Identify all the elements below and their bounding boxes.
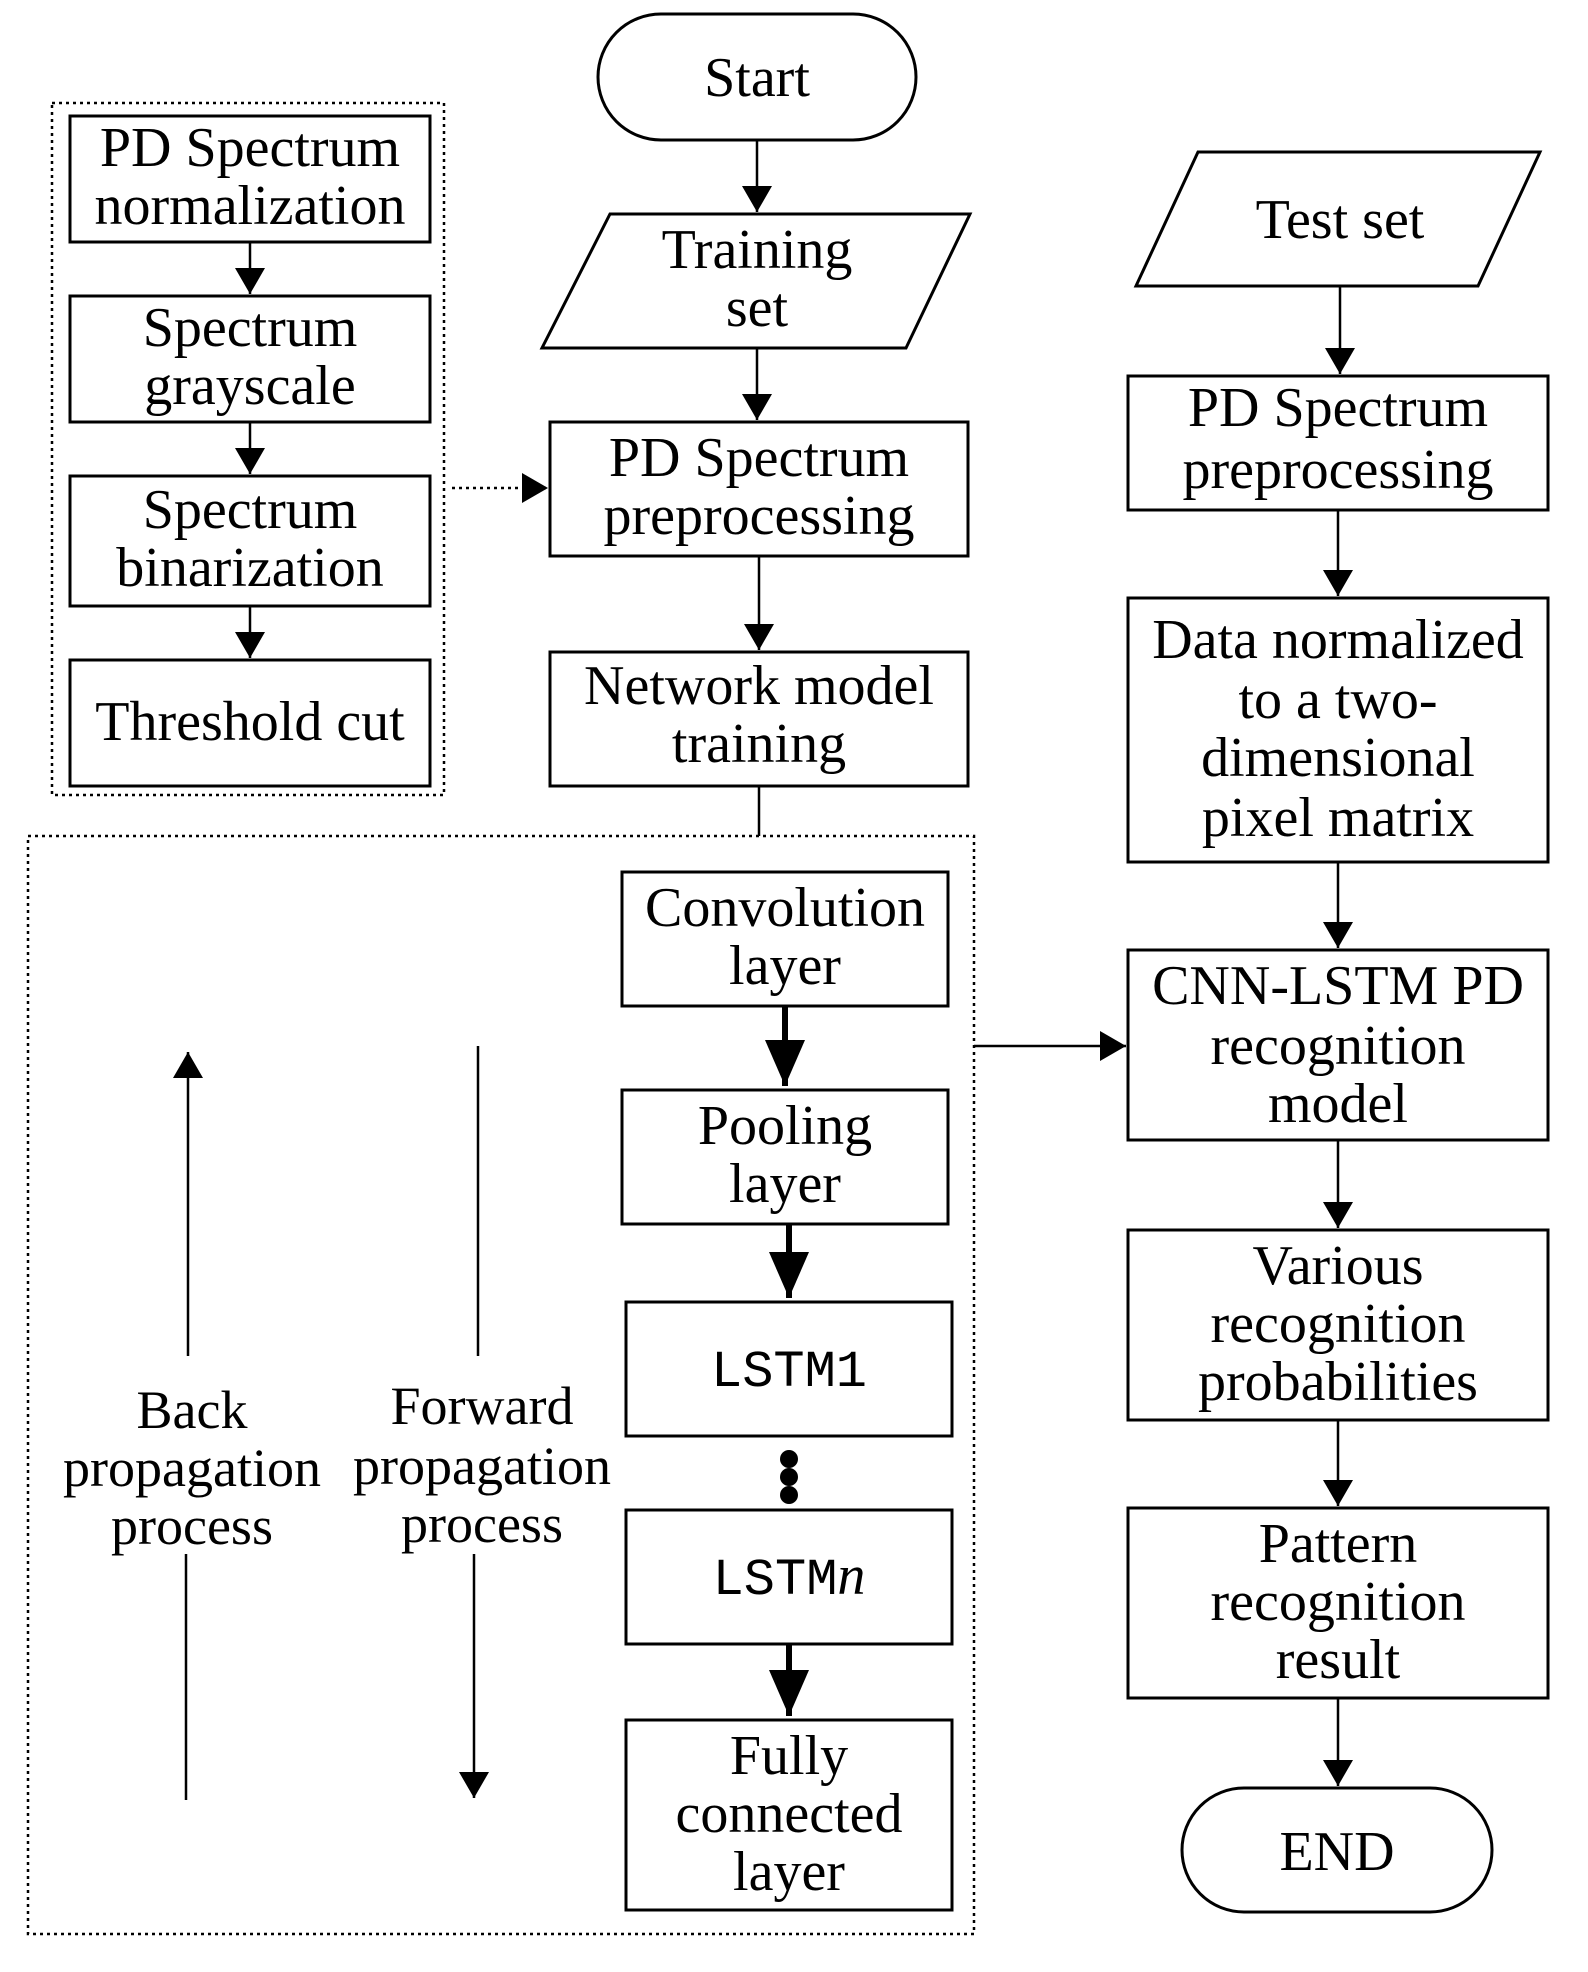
test-preprocessing-line2: preprocessing bbox=[1182, 439, 1493, 501]
test-set-label: Test set bbox=[1256, 189, 1425, 251]
preprocessing-steps-group bbox=[50, 101, 446, 797]
ellipsis-dot-1 bbox=[780, 1450, 798, 1468]
pooling-layer-line1: Pooling bbox=[698, 1095, 872, 1157]
fully-connected-layer-box: Fully connected layer bbox=[624, 1718, 954, 1912]
probabilities-box: Various recognition probabilities bbox=[1126, 1228, 1550, 1422]
ellipsis-dot-2 bbox=[780, 1468, 798, 1486]
probabilities-line2: recognition bbox=[1210, 1293, 1465, 1355]
end-label: END bbox=[1279, 1821, 1394, 1883]
data-normalized-line3: dimensional bbox=[1201, 727, 1475, 789]
ellipsis-dot-3 bbox=[780, 1486, 798, 1504]
pattern-result-box: Pattern recognition result bbox=[1126, 1506, 1550, 1700]
step-normalization-line2: normalization bbox=[94, 175, 405, 237]
recognition-model-line3: model bbox=[1268, 1073, 1408, 1135]
lstm1-box: LSTM1 bbox=[624, 1300, 954, 1438]
fully-connected-line2: connected bbox=[676, 1783, 903, 1845]
back-propagation-line3: process bbox=[111, 1496, 273, 1556]
test-preprocessing-line1: PD Spectrum bbox=[1188, 377, 1488, 439]
data-normalized-line1: Data normalized bbox=[1152, 609, 1524, 671]
convolution-layer-line2: layer bbox=[729, 935, 841, 997]
probabilities-line1: Various bbox=[1252, 1235, 1423, 1297]
data-normalized-line2: to a two- bbox=[1238, 669, 1437, 731]
forward-propagation-line2: propagation bbox=[353, 1436, 611, 1496]
back-propagation-line1: Back bbox=[137, 1380, 248, 1440]
train-preprocessing-line1: PD Spectrum bbox=[609, 427, 909, 489]
recognition-model-line2: recognition bbox=[1210, 1015, 1465, 1077]
pooling-layer-box: Pooling layer bbox=[620, 1088, 950, 1226]
network-training-line2: training bbox=[672, 713, 846, 775]
step-normalization-line1: PD Spectrum bbox=[100, 117, 400, 179]
training-set-line1: Training bbox=[662, 219, 853, 281]
test-set-data: Test set bbox=[1133, 150, 1543, 288]
step-grayscale: Spectrum grayscale bbox=[68, 294, 432, 424]
convolution-layer-box: Convolution layer bbox=[620, 870, 950, 1008]
back-propagation-line2: propagation bbox=[63, 1438, 321, 1498]
ellipsis-dots bbox=[780, 1450, 798, 1504]
training-set-line2: set bbox=[726, 277, 789, 339]
network-training-line1: Network model bbox=[584, 655, 934, 717]
lstmn-prefix: LSTM bbox=[713, 1551, 838, 1610]
convolution-layer-line1: Convolution bbox=[645, 877, 925, 939]
network-training-box: Network model training bbox=[548, 650, 970, 788]
data-normalized-line4: pixel matrix bbox=[1202, 787, 1474, 849]
start-terminal: Start bbox=[596, 12, 918, 142]
start-label: Start bbox=[704, 47, 810, 109]
probabilities-line3: probabilities bbox=[1198, 1351, 1478, 1413]
step-binarization-line1: Spectrum bbox=[143, 479, 358, 541]
pattern-result-line3: result bbox=[1276, 1629, 1401, 1691]
back-propagation-label: Back propagation process bbox=[63, 1380, 321, 1556]
pattern-result-line2: recognition bbox=[1210, 1571, 1465, 1633]
training-set-data: Training set bbox=[539, 212, 973, 350]
fully-connected-line3: layer bbox=[733, 1841, 845, 1903]
end-terminal: END bbox=[1180, 1786, 1494, 1914]
train-preprocessing-box: PD Spectrum preprocessing bbox=[548, 420, 970, 558]
step-threshold-cut-label: Threshold cut bbox=[95, 691, 405, 753]
recognition-model-box: CNN-LSTM PD recognition model bbox=[1126, 948, 1550, 1142]
forward-propagation-line1: Forward bbox=[391, 1376, 574, 1436]
forward-propagation-label: Forward propagation process bbox=[353, 1376, 611, 1554]
step-threshold-cut: Threshold cut bbox=[68, 658, 432, 788]
lstmn-box: LSTMn bbox=[624, 1508, 954, 1646]
step-grayscale-line2: grayscale bbox=[144, 355, 355, 417]
lstmn-label: LSTMn bbox=[713, 1545, 866, 1610]
step-binarization-line2: binarization bbox=[116, 537, 383, 599]
test-preprocessing-box: PD Spectrum preprocessing bbox=[1126, 374, 1550, 512]
fully-connected-line1: Fully bbox=[730, 1725, 848, 1787]
pooling-layer-line2: layer bbox=[729, 1153, 841, 1215]
step-binarization: Spectrum binarization bbox=[68, 474, 432, 608]
data-normalized-box: Data normalized to a two- dimensional pi… bbox=[1126, 596, 1550, 864]
pattern-result-line1: Pattern bbox=[1259, 1513, 1418, 1575]
recognition-model-line1: CNN-LSTM PD bbox=[1152, 955, 1524, 1017]
step-grayscale-line1: Spectrum bbox=[143, 297, 358, 359]
lstmn-suffix: n bbox=[837, 1545, 865, 1607]
forward-propagation-line3: process bbox=[401, 1494, 563, 1554]
step-normalization: PD Spectrum normalization bbox=[68, 114, 432, 244]
lstm1-label: LSTM1 bbox=[711, 1343, 867, 1402]
train-preprocessing-line2: preprocessing bbox=[603, 485, 914, 547]
